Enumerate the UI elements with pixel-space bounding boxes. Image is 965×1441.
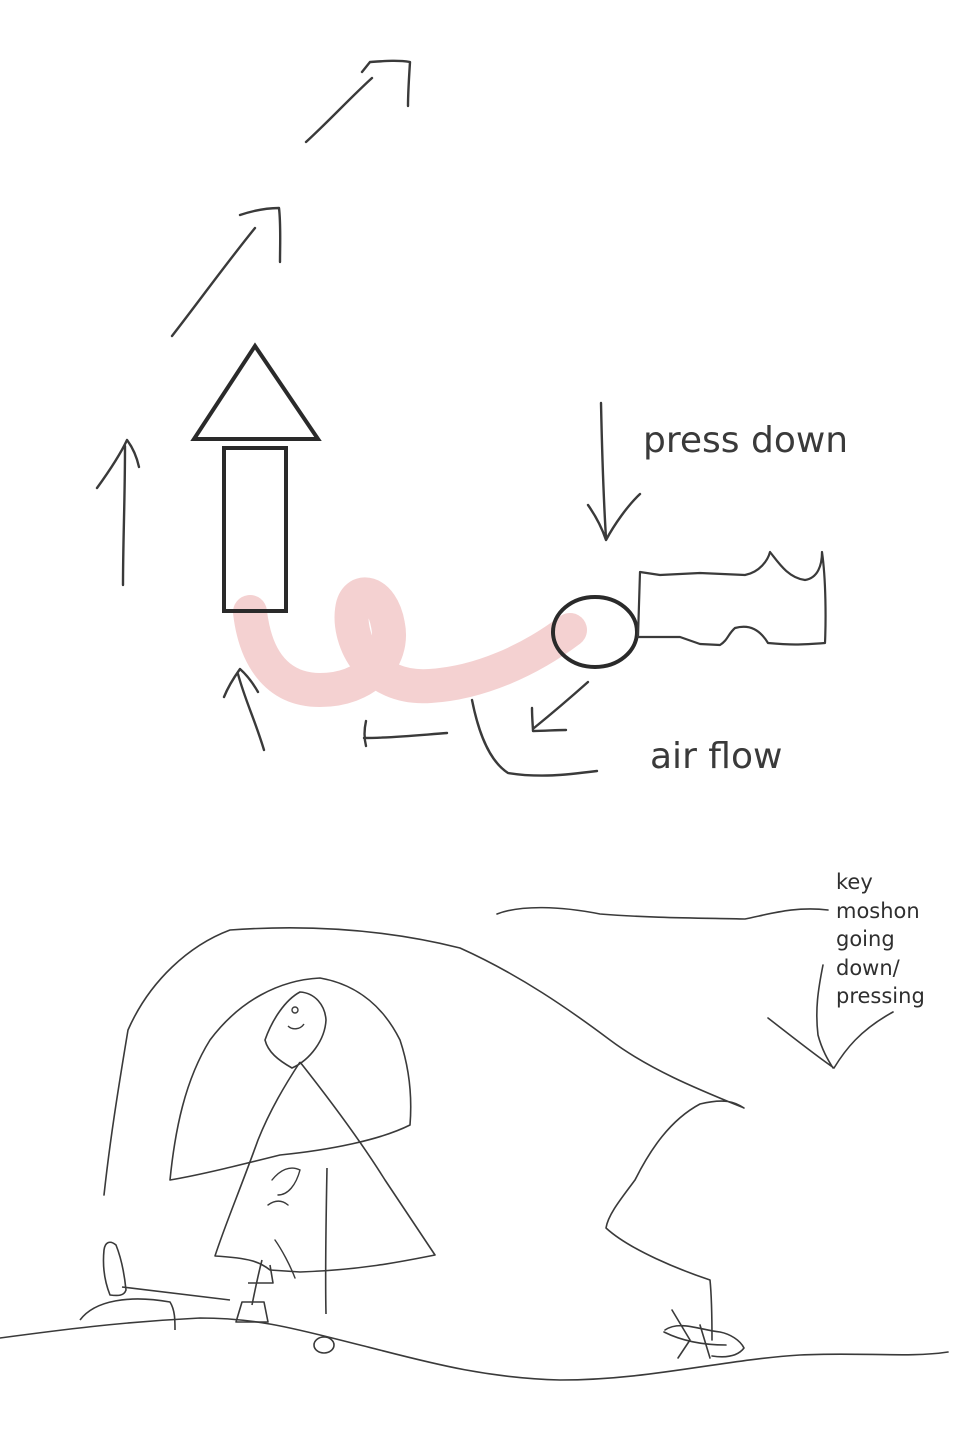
hood-outline xyxy=(103,927,745,1341)
key-circle xyxy=(551,595,639,669)
key-top-line xyxy=(496,906,829,920)
right-foot-scribble xyxy=(663,1309,745,1359)
key-motion-label-line: key xyxy=(836,870,873,894)
pole-foot xyxy=(313,1336,335,1354)
key-motion-label: key moshon going down/ pressing xyxy=(836,868,956,1011)
air-flow-label: air flow xyxy=(650,736,783,777)
key-motion-label-line: going xyxy=(836,927,895,951)
ground-line xyxy=(0,1317,949,1381)
key-motion-label-line: down/ xyxy=(836,955,900,980)
air-stream xyxy=(233,577,587,707)
key-motion-label-line: moshon xyxy=(836,898,920,923)
key-shape xyxy=(636,550,827,647)
figure-hair xyxy=(169,977,412,1181)
figure-mouth xyxy=(287,1023,305,1030)
figure-legs xyxy=(235,1259,274,1323)
airflow-arrow-left xyxy=(362,719,449,748)
figure-scribble xyxy=(267,1167,301,1279)
figure-eye xyxy=(291,1006,299,1014)
up-arrow-head xyxy=(190,342,322,441)
figure-pole xyxy=(324,1167,328,1315)
figure-face xyxy=(264,991,327,1069)
airflow-arrow-curve xyxy=(470,698,599,777)
up-arrow-body xyxy=(222,446,288,613)
key-motion-label-line: pressing xyxy=(836,984,925,1008)
airflow-arrow-up xyxy=(222,667,266,752)
press-down-label: press down xyxy=(643,420,849,461)
key-motion-arrow xyxy=(767,964,894,1069)
rising-arrow-3 xyxy=(304,59,412,144)
airflow-arrow-diag xyxy=(530,680,590,733)
figure-body xyxy=(214,1061,436,1273)
stool xyxy=(79,1241,231,1331)
rising-arrow-2 xyxy=(170,206,282,338)
press-down-arrow xyxy=(586,401,642,542)
rising-arrow-1 xyxy=(95,438,141,587)
